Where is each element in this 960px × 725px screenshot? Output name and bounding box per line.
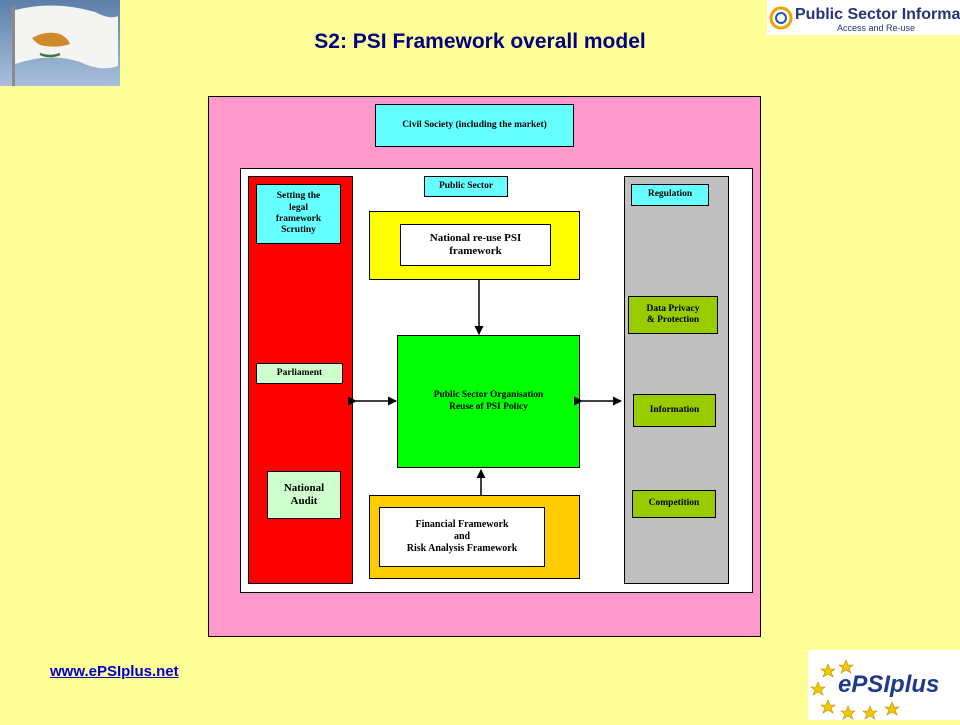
national-audit-box: National Audit [267,471,341,519]
flag-image [0,0,120,86]
page-title: S2: PSI Framework overall model [314,30,646,53]
setting-legal-framework-box: Setting the legal framework Scrutiny [256,184,341,244]
civil-society-label: Civil Society (including the market) [375,104,574,147]
svg-text:Access and Re-use: Access and Re-use [837,23,915,33]
svg-text:ePSIplus: ePSIplus [838,671,939,698]
data-privacy-box: Data Privacy & Protection [628,296,718,334]
national-framework-box: National re-use PSI framework [400,224,551,266]
competition-box: Competition [632,490,716,518]
epsiplus-logo: ePSIplus [808,650,960,720]
financial-framework-box: Financial Framework and Risk Analysis Fr… [379,507,545,567]
information-box: Information [633,394,716,427]
public-sector-label: Public Sector [424,176,508,197]
website-link[interactable]: www.ePSIplus.net [50,663,179,680]
regulation-box: Regulation [631,184,709,206]
svg-text:Public Sector Information: Public Sector Information [795,6,960,23]
public-sector-organisation-box: Public Sector Organisation Reuse of PSI … [397,335,580,468]
psi-logo: Public Sector Information Access and Re-… [767,0,960,35]
parliament-box: Parliament [256,363,343,384]
